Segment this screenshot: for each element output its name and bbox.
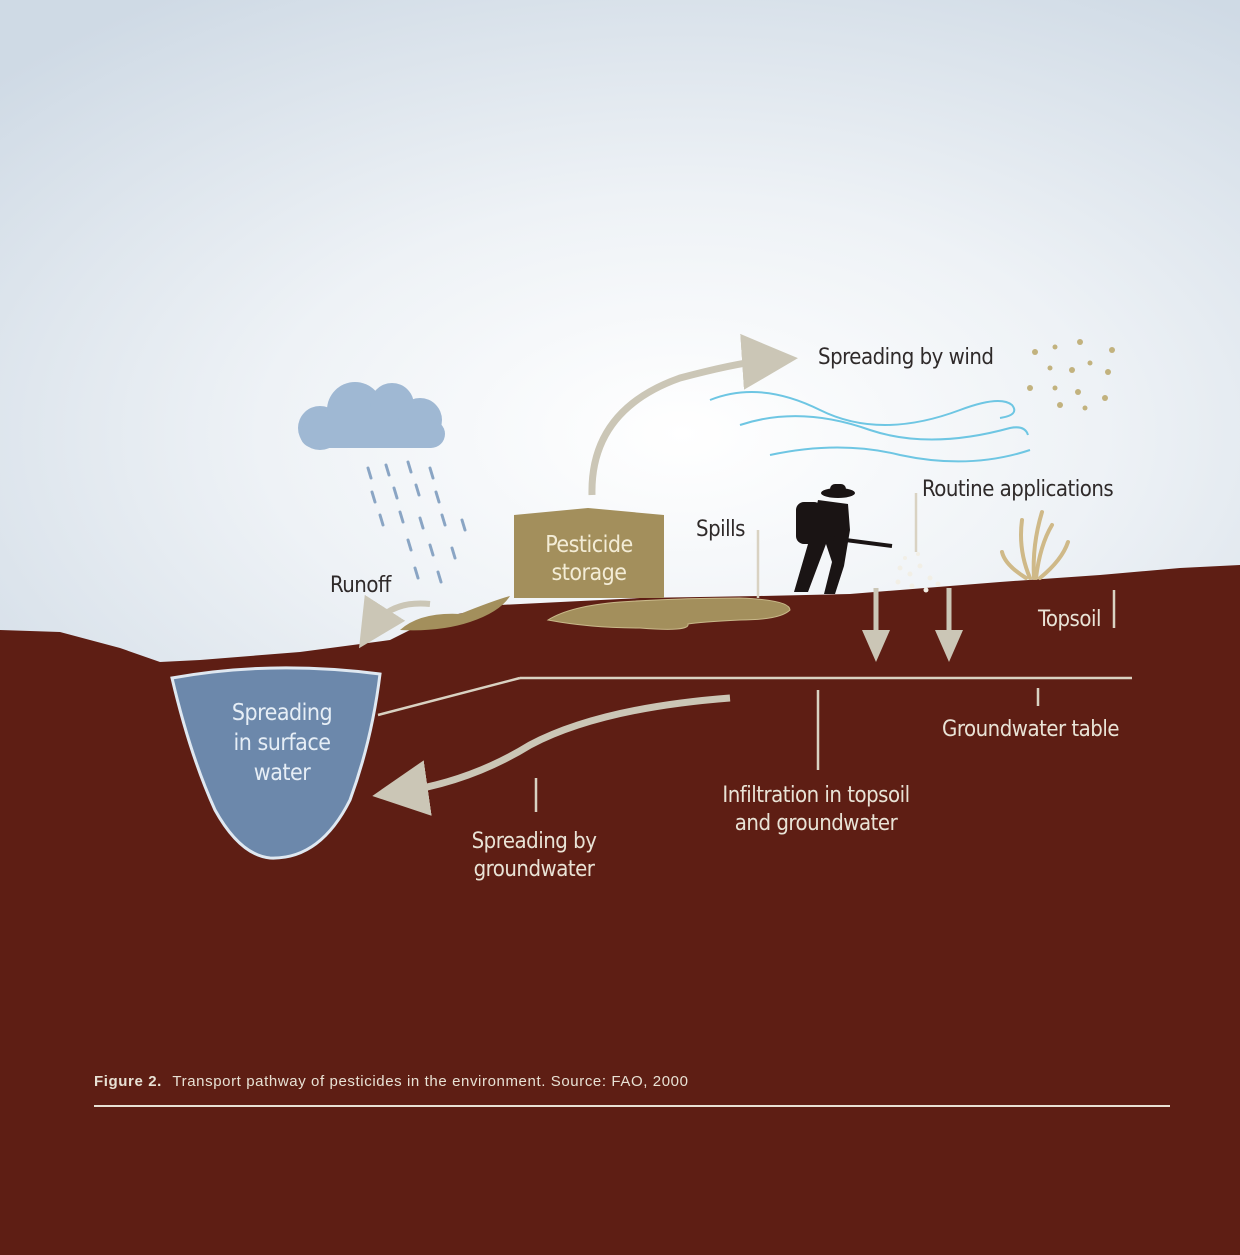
label-topsoil: Topsoil xyxy=(1037,607,1101,632)
label-infiltration-line2: and groundwater xyxy=(735,811,899,836)
label-surface-line3: water xyxy=(254,760,311,786)
label-infiltration-line1: Infiltration in topsoil xyxy=(722,783,909,808)
label-spread-gw-line1: Spreading by xyxy=(472,829,598,854)
label-routine-applications: Routine applications xyxy=(922,477,1113,502)
label-spills: Spills xyxy=(696,517,745,542)
label-surface-line2: in surface xyxy=(234,730,331,756)
label-runoff: Runoff xyxy=(330,573,392,598)
caption-text: Transport pathway of pesticides in the e… xyxy=(172,1073,688,1090)
label-spreading-by-wind: Spreading by wind xyxy=(818,345,993,370)
soil-ground xyxy=(0,565,1240,1255)
figure-caption: Figure 2. Transport pathway of pesticide… xyxy=(94,1073,689,1090)
label-spread-gw-line2: groundwater xyxy=(474,857,596,882)
label-storage-line2: storage xyxy=(551,560,626,586)
label-groundwater-table: Groundwater table xyxy=(942,717,1119,742)
label-surface-line1: Spreading xyxy=(232,700,332,726)
label-storage-line1: Pesticide xyxy=(545,532,633,558)
caption-figure-number: Figure 2. xyxy=(94,1073,162,1090)
